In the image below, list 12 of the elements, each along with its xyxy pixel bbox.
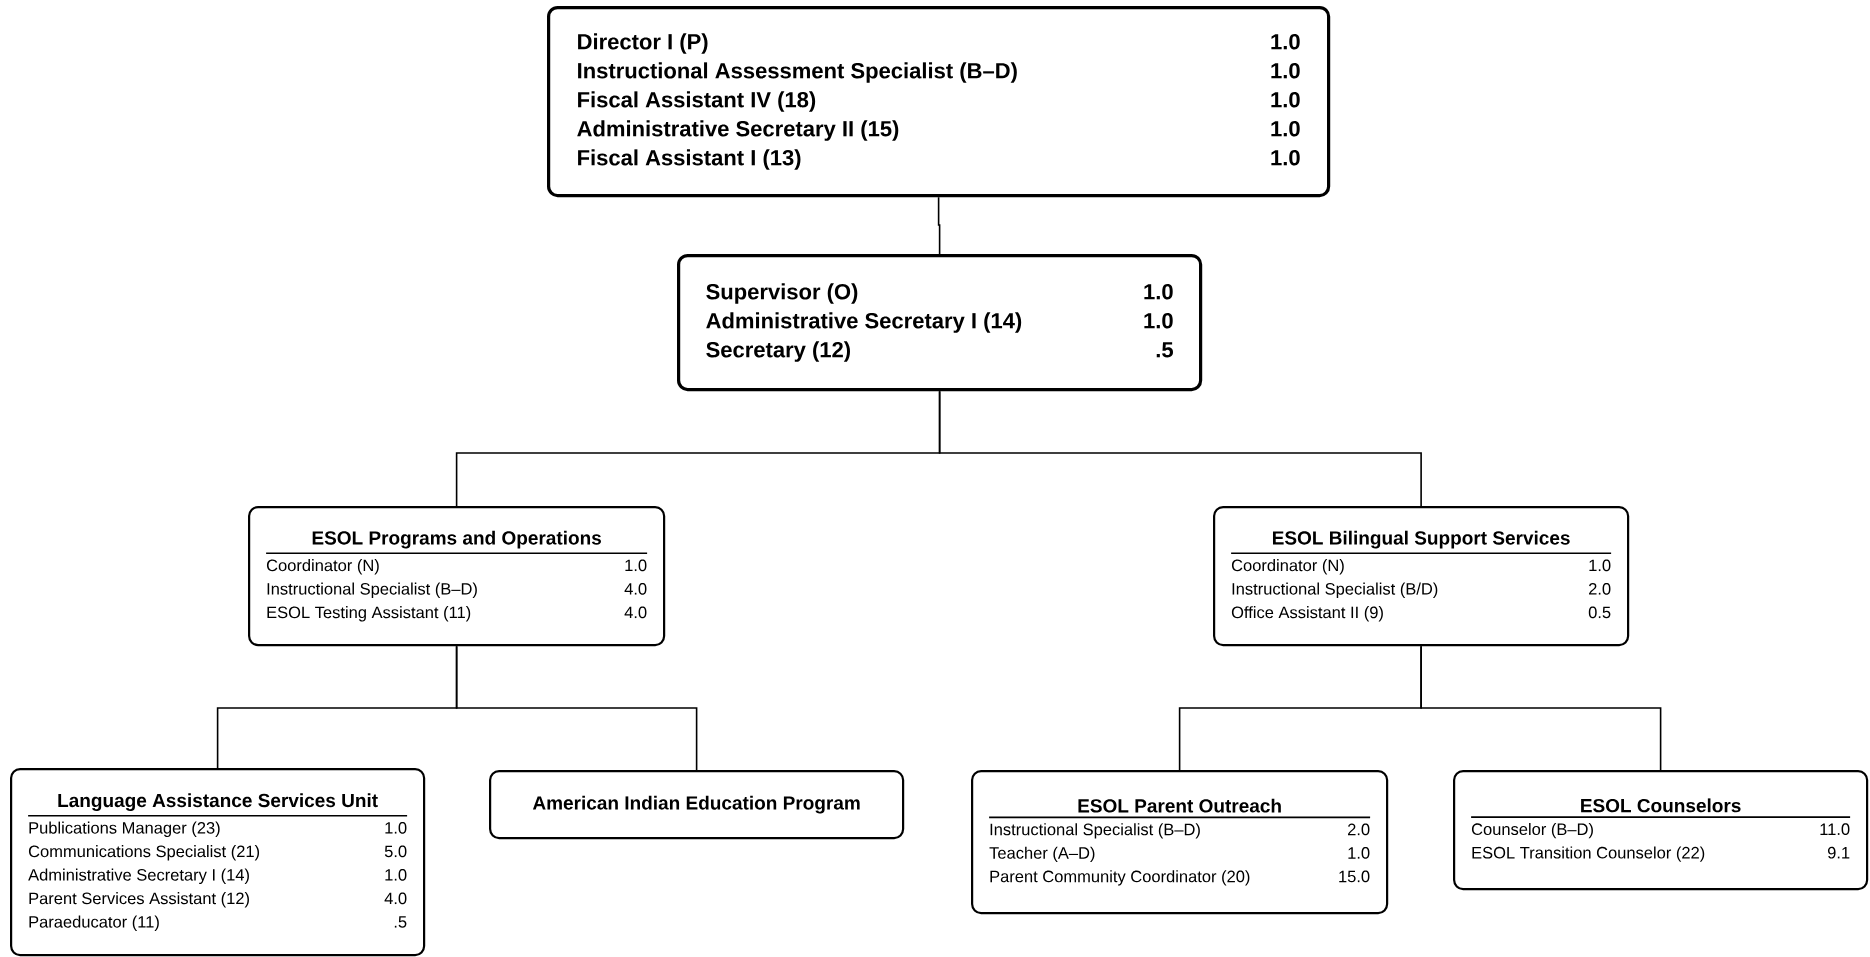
position-box: Director I (P) 1.0 Instructional Assessment Specialist (B–D) 1.0 Fiscal Assistant IV (18) 1.0 Administrative Secretary II (15) 1.0 Fiscal Assistant I (13) 1.0	[547, 6, 1331, 198]
connector-line	[938, 390, 1422, 507]
position-box: ESOL Parent Outreach Instructional Specialist (B–D) 2.0 Teacher (A–D) 1.0 Parent Community Coordinator (20) 15.0	[971, 770, 1389, 915]
connector-line	[455, 645, 698, 771]
connector-line	[1420, 645, 1662, 771]
position-box: ESOL Counselors Counselor (B–D) 11.0 ESOL Transition Counselor (22) 9.1	[1453, 770, 1869, 891]
position-box: Supervisor (O) 1.0 Administrative Secretary I (14) 1.0 Secretary (12) .5	[677, 254, 1203, 392]
connector-line	[937, 196, 941, 255]
position-box: American Indian Education Program	[489, 770, 905, 840]
position-box: Language Assistance Services Unit Publications Manager (23) 1.0 Communications Specialist (21) 5.0 Administrative Secretary I (14) 1.0 Parent Services Assistant (12) 4.0 Paraeducator (11) .5	[10, 768, 426, 957]
position-box: ESOL Programs and Operations Coordinator (N) 1.0 Instructional Specialist (B–D) 4.0 ESOL Testing Assistant (11) 4.0	[248, 506, 666, 647]
position-box: ESOL Bilingual Support Services Coordinator (N) 1.0 Instructional Specialist (B/D) 2.0 Office Assistant II (9) 0.5	[1213, 506, 1630, 647]
